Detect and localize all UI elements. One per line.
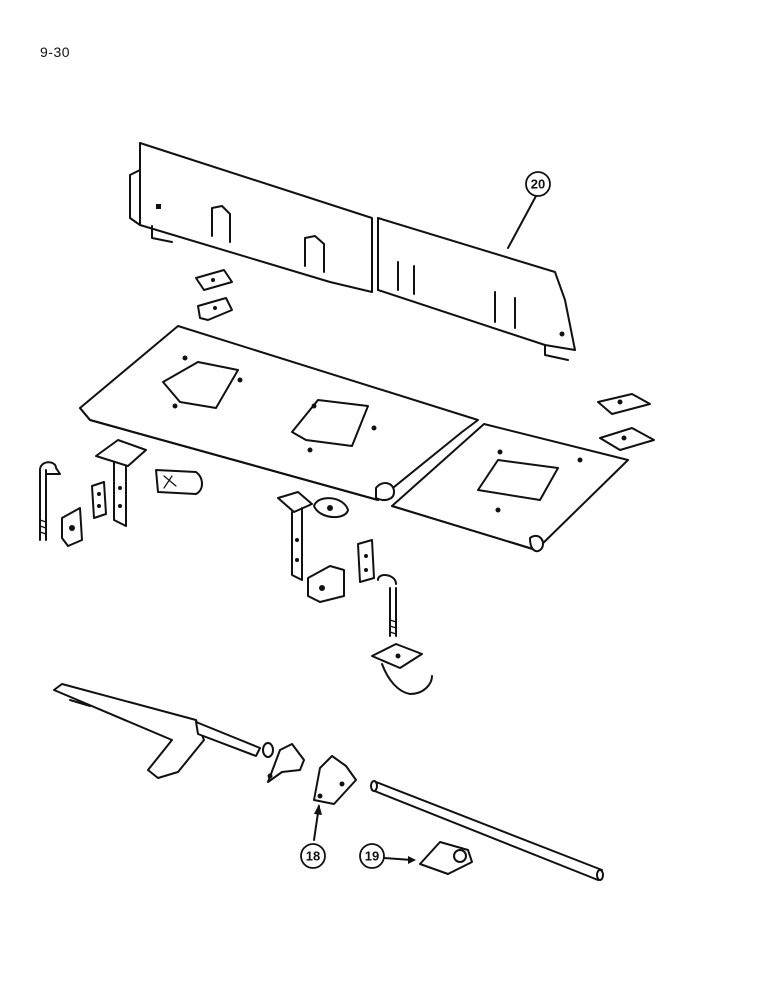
callout-20: 20 [525,171,551,197]
page-number: 9-30 [40,44,71,60]
callout-18-label: 18 [306,849,320,864]
hinge-bracket-right [597,393,655,451]
strap-bracket [371,643,433,695]
mount-plate-left [61,481,107,547]
floor-panel-right [391,423,629,553]
callout-19-label: 19 [365,849,379,864]
l-bolt-left [39,461,61,541]
floor-panel-main [79,325,479,501]
clip-left [155,469,203,495]
clip-center [313,497,349,518]
mount-plate-center [307,539,375,603]
callout-19-arrow [383,857,413,861]
control-lever [53,683,261,779]
callout-20-label: 20 [531,177,545,192]
rear-shield-left [129,142,373,293]
pivot-bracket-right [313,755,357,805]
callout-18: 18 [300,843,326,869]
pivot-block [419,841,473,875]
long-rod [370,780,604,881]
support-arm-left [95,439,147,527]
washer [262,742,274,758]
pivot-bracket-left [267,743,305,783]
support-arm-center [277,491,313,581]
l-bolt-center [377,574,397,637]
rear-shield-right [377,217,576,361]
callout-19: 19 [359,843,385,869]
hinge-bracket-upper-left [195,269,233,321]
callout-20-leader [507,195,537,249]
